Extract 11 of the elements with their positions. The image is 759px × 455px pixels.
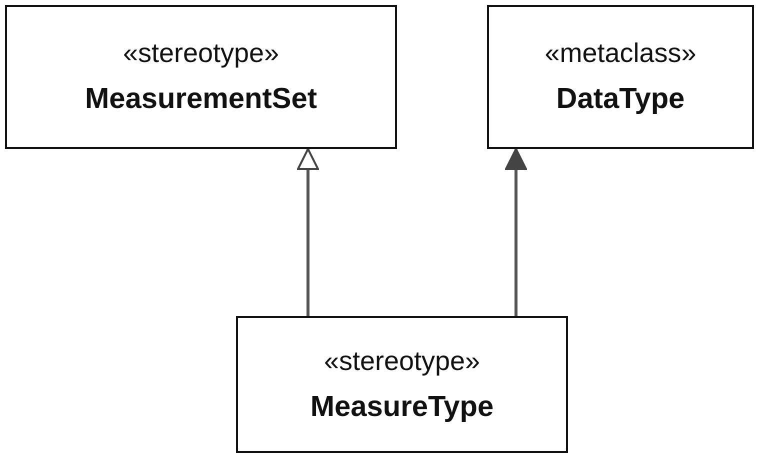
- class-name: MeasureType: [310, 390, 494, 424]
- stereotype-label: «stereotype»: [122, 38, 280, 69]
- generalization-arrow: [505, 148, 527, 316]
- class-box: [487, 5, 754, 149]
- class-name: MeasurementSet: [84, 83, 318, 116]
- class-box: [236, 316, 568, 453]
- stereotype-label: «metaclass»: [544, 38, 696, 69]
- stereotype-label: «stereotype»: [324, 346, 480, 376]
- generalization-arrow: [297, 148, 319, 316]
- class-box: [5, 5, 397, 149]
- class-name: DataType: [556, 83, 685, 116]
